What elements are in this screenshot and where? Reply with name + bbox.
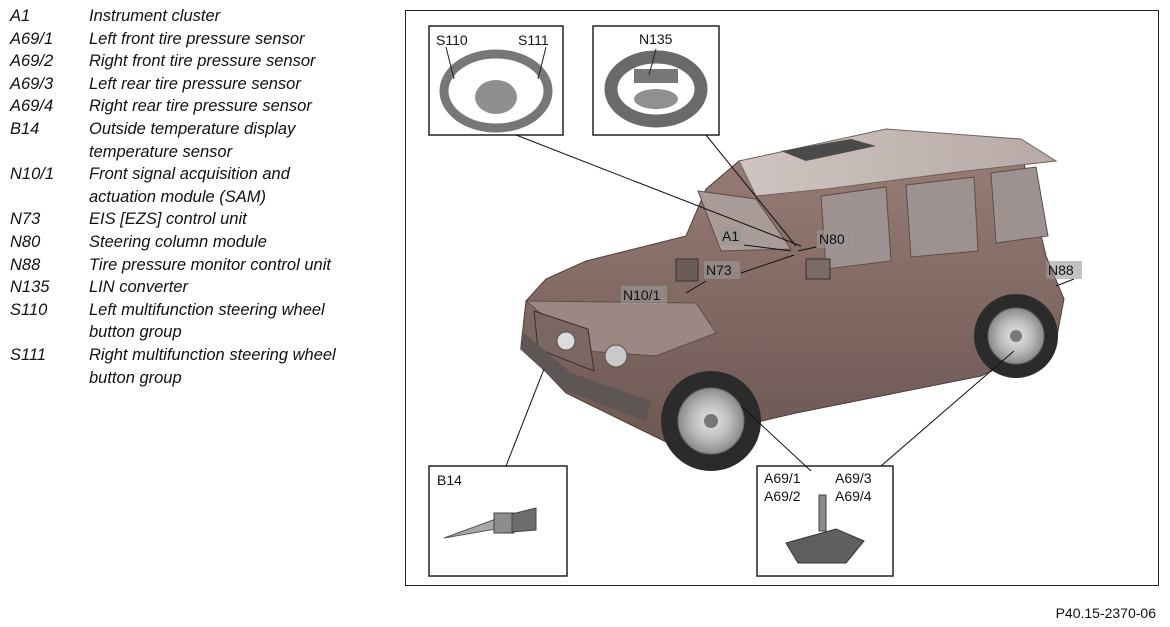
legend-row: A69/3 Left rear tire pressure sensor [10,73,390,96]
legend-row: A69/4 Right rear tire pressure sensor [10,95,390,118]
callout-a69-1: A69/1 [764,470,801,486]
legend-description: Right multifunction steering wheel butto… [89,345,336,387]
vehicle-callouts: A1 N80 N73 N10/1 N88 [621,227,1082,304]
legend-row: N73 EIS [EZS] control unit [10,208,390,231]
side-mirror [805,258,831,280]
legend-description: Right rear tire pressure sensor [89,97,312,116]
legend-row: N88 Tire pressure monitor control unit [10,254,390,277]
legend-description: Left front tire pressure sensor [89,29,305,48]
callout-n88: N88 [1048,262,1074,278]
legend-description: Front signal acquisition and actuation m… [89,165,290,206]
legend-description: LIN converter [89,278,189,297]
lin-converter-inset: N135 [592,25,720,136]
callout-b14: B14 [437,472,462,488]
illustration-frame: S110 S111 N135 B14 A69/1 A69/2 A69/3 A69… [405,10,1159,586]
legend-row: N135 LIN converter [10,276,390,299]
vehicle-illustration: S110 S111 N135 B14 A69/1 A69/2 A69/3 A69… [428,25,1082,577]
module-box [675,258,699,282]
callout-s111: S111 [518,32,549,48]
legend-row: S110 Left multifunction steering wheel bu… [10,299,390,344]
legend-code: N88 [10,255,41,274]
vehicle-body [520,128,1065,444]
callout-n135: N135 [639,31,673,47]
legend-code: A69/3 [10,74,54,93]
front-wheel [661,371,761,471]
legend-code: S111 [10,345,47,364]
legend-code: A1 [10,7,31,25]
callout-s110: S110 [436,32,468,48]
legend-code: A69/2 [10,52,54,71]
legend-row: S111 Right multifunction steering wheel b… [10,344,390,389]
legend-code: S110 [10,300,48,319]
callout-a1: A1 [722,228,739,244]
legend-code: N10/1 [10,165,55,184]
temperature-sensor-inset: B14 [428,465,568,577]
legend-row: N10/1 Front signal acquisition and actuat… [10,163,390,208]
legend-code: A69/4 [10,97,54,116]
legend-description: Outside temperature display temperature … [89,119,296,161]
callout-a69-2: A69/2 [764,488,801,504]
legend-code: A69/1 [10,29,54,48]
legend-row: A69/2 Right front tire pressure sensor [10,50,390,73]
leader-lines [505,134,1075,472]
legend-code: B14 [10,119,40,138]
callout-n10-1: N10/1 [623,287,661,303]
legend-description: Left rear tire pressure sensor [89,74,301,93]
callout-n80: N80 [819,231,845,247]
tire-pressure-sensor-inset: A69/1 A69/2 A69/3 A69/4 [756,465,894,577]
figure-id: P40.15-2370-06 [1055,605,1156,621]
legend-code: N73 [10,210,41,229]
legend-row: B14 Outside temperature display temperatu… [10,118,390,163]
legend-row: A69/1 Left front tire pressure sensor [10,28,390,51]
legend-row: A1 Instrument cluster [10,5,390,28]
callout-a69-3: A69/3 [835,470,872,486]
rear-wheel [974,294,1058,378]
sunroof [781,139,876,161]
legend-description: Tire pressure monitor control unit [89,255,331,274]
callout-a69-4: A69/4 [835,488,872,504]
legend-description: Instrument cluster [89,7,221,25]
legend-description: Steering column module [89,232,267,251]
legend-description: Right front tire pressure sensor [89,52,316,71]
steering-wheel-inset: S110 S111 [428,25,564,136]
star-emblem [556,331,576,351]
legend-row: N80 Steering column module [10,231,390,254]
callout-n73: N73 [706,262,732,278]
legend-description: EIS [EZS] control unit [89,210,247,229]
legend-code: N135 [10,278,50,297]
headlight [604,344,628,368]
legend-description: Left multifunction steering wheel button… [89,300,325,342]
legend-code: N80 [10,232,41,251]
component-legend: A1 Instrument cluster A69/1 Left front tir… [10,5,390,389]
